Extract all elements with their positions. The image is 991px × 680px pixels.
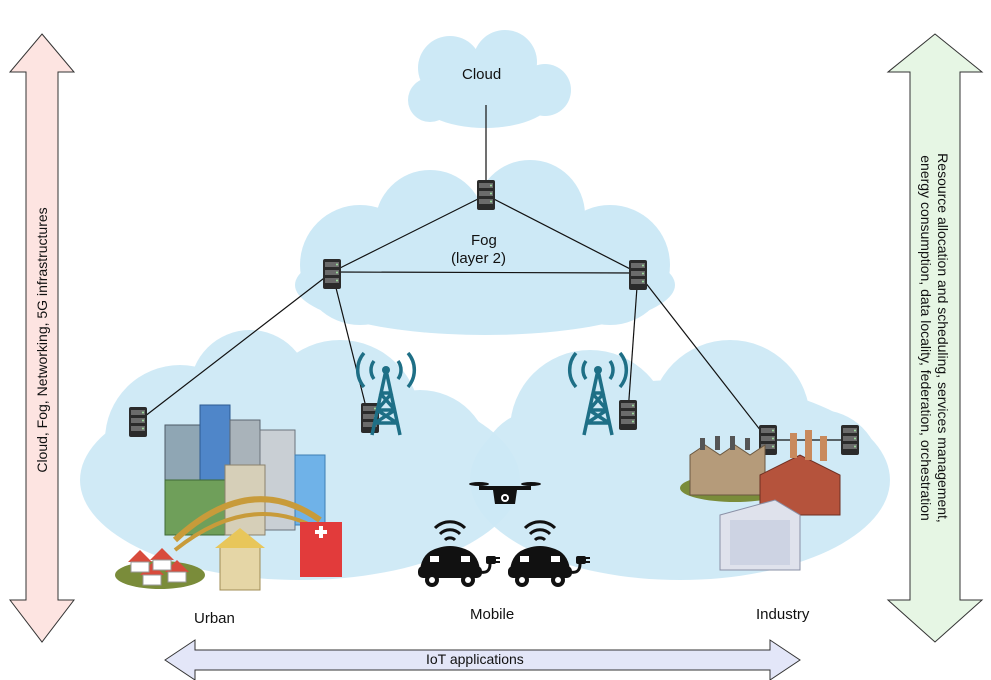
server-icon <box>477 180 495 210</box>
industry-label: Industry <box>756 606 810 623</box>
server-icon <box>619 400 637 430</box>
server-icon <box>841 425 859 455</box>
right-double-arrow <box>886 33 984 643</box>
fog-label: Fog <box>471 232 497 249</box>
urban-label: Urban <box>194 610 235 627</box>
right-arrow-label-line1: Resource allocation and scheduling, serv… <box>935 153 951 523</box>
right-arrow-label-line2: energy consumption, data locality, feder… <box>918 155 934 521</box>
cloud-fog <box>295 160 675 335</box>
fog-sublabel: (layer 2) <box>451 250 507 267</box>
industry-factory-illustration <box>680 430 841 571</box>
server-icon <box>129 407 147 437</box>
mobile-label: Mobile <box>470 606 515 623</box>
server-icon <box>323 259 341 289</box>
iot-applications-label: IoT applications <box>426 651 524 667</box>
bottom-double-arrow <box>164 639 801 680</box>
urban-city-illustration <box>115 404 342 591</box>
left-double-arrow <box>8 33 76 643</box>
cloud-label: Cloud <box>462 66 502 83</box>
server-icon <box>629 260 647 290</box>
drone-icon <box>469 482 541 504</box>
left-arrow-label: Cloud, Fog, Networking, 5G infrastructur… <box>34 207 50 473</box>
cloud-top <box>408 30 571 128</box>
network-links <box>139 105 850 441</box>
